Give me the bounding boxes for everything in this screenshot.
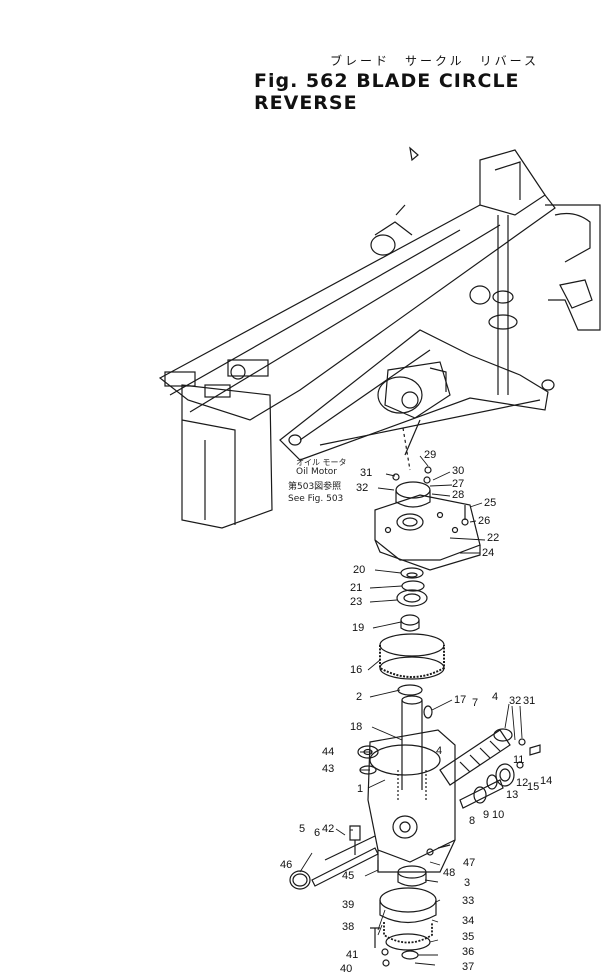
gear-and-collar — [379, 614, 445, 696]
callout-4a: 4 — [492, 691, 498, 703]
callout-1: 1 — [357, 783, 363, 795]
callout-4b: 4 — [436, 745, 442, 757]
figure-title-japanese: ブレード サークル リバース — [330, 54, 540, 68]
callout-20: 20 — [353, 564, 365, 576]
callout-27: 27 — [452, 478, 464, 490]
callout-35: 35 — [462, 931, 474, 943]
callout-44: 44 — [322, 746, 334, 758]
see-fig-note-jp: 第503図参照 — [288, 482, 342, 492]
figure-title: Fig. 562 BLADE CIRCLE REVERSE — [254, 70, 520, 114]
callout-28: 28 — [452, 489, 464, 501]
callout-34: 34 — [462, 915, 474, 927]
callout-46: 46 — [280, 859, 292, 871]
shaft-and-housing — [367, 695, 456, 873]
oil-motor-note-jp: オイル モータ — [296, 458, 347, 467]
callout-8: 8 — [469, 815, 475, 827]
oil-motor-note: Oil Motor — [296, 467, 337, 477]
callout-18: 18 — [350, 721, 362, 733]
callout-16: 16 — [350, 664, 362, 676]
callout-9: 9 — [483, 809, 489, 821]
worm-shaft-group — [423, 705, 541, 809]
see-fig-note: See Fig. 503 — [288, 494, 344, 504]
callout-24: 24 — [482, 547, 494, 559]
callout-39: 39 — [342, 899, 354, 911]
callout-38: 38 — [342, 921, 354, 933]
callout-47: 47 — [463, 857, 475, 869]
callout-37: 37 — [462, 961, 474, 973]
lower-gear-stack — [370, 844, 451, 967]
callout-45: 45 — [342, 870, 354, 882]
callout-29: 29 — [424, 449, 436, 461]
callout-25: 25 — [484, 497, 496, 509]
callout-11: 11 — [513, 754, 524, 766]
callout-42: 42 — [322, 823, 334, 835]
callout-48: 48 — [443, 867, 455, 879]
callout-10: 10 — [492, 809, 504, 821]
grader-frame-drawing — [158, 146, 601, 529]
motor-cover-assembly — [374, 466, 481, 571]
bearing-stack — [396, 567, 428, 607]
callout-14: 14 — [540, 775, 552, 787]
callout-22: 22 — [487, 532, 499, 544]
callout-31a: 31 — [360, 467, 372, 479]
callout-6: 6 — [314, 827, 320, 839]
callout-32a: 32 — [356, 482, 368, 494]
callout-17: 17 — [454, 694, 466, 706]
callout-15: 15 — [527, 781, 539, 793]
callout-13: 13 — [506, 789, 518, 801]
callout-3: 3 — [464, 877, 470, 889]
callout-21: 21 — [350, 582, 362, 594]
callout-12: 12 — [516, 777, 528, 789]
leader-lines — [299, 455, 523, 966]
callout-31b: 31 — [523, 695, 535, 707]
callout-7: 7 — [472, 697, 478, 709]
callout-30: 30 — [452, 465, 464, 477]
callout-5: 5 — [299, 823, 305, 835]
callout-40: 40 — [340, 963, 352, 974]
callout-2: 2 — [356, 691, 362, 703]
callout-41: 41 — [346, 949, 358, 961]
callout-32b: 32 — [509, 695, 521, 707]
callout-23: 23 — [350, 596, 362, 608]
callout-43: 43 — [322, 763, 334, 775]
callout-19: 19 — [352, 622, 364, 634]
callout-26: 26 — [478, 515, 490, 527]
callout-36: 36 — [462, 946, 474, 958]
callout-33: 33 — [462, 895, 474, 907]
